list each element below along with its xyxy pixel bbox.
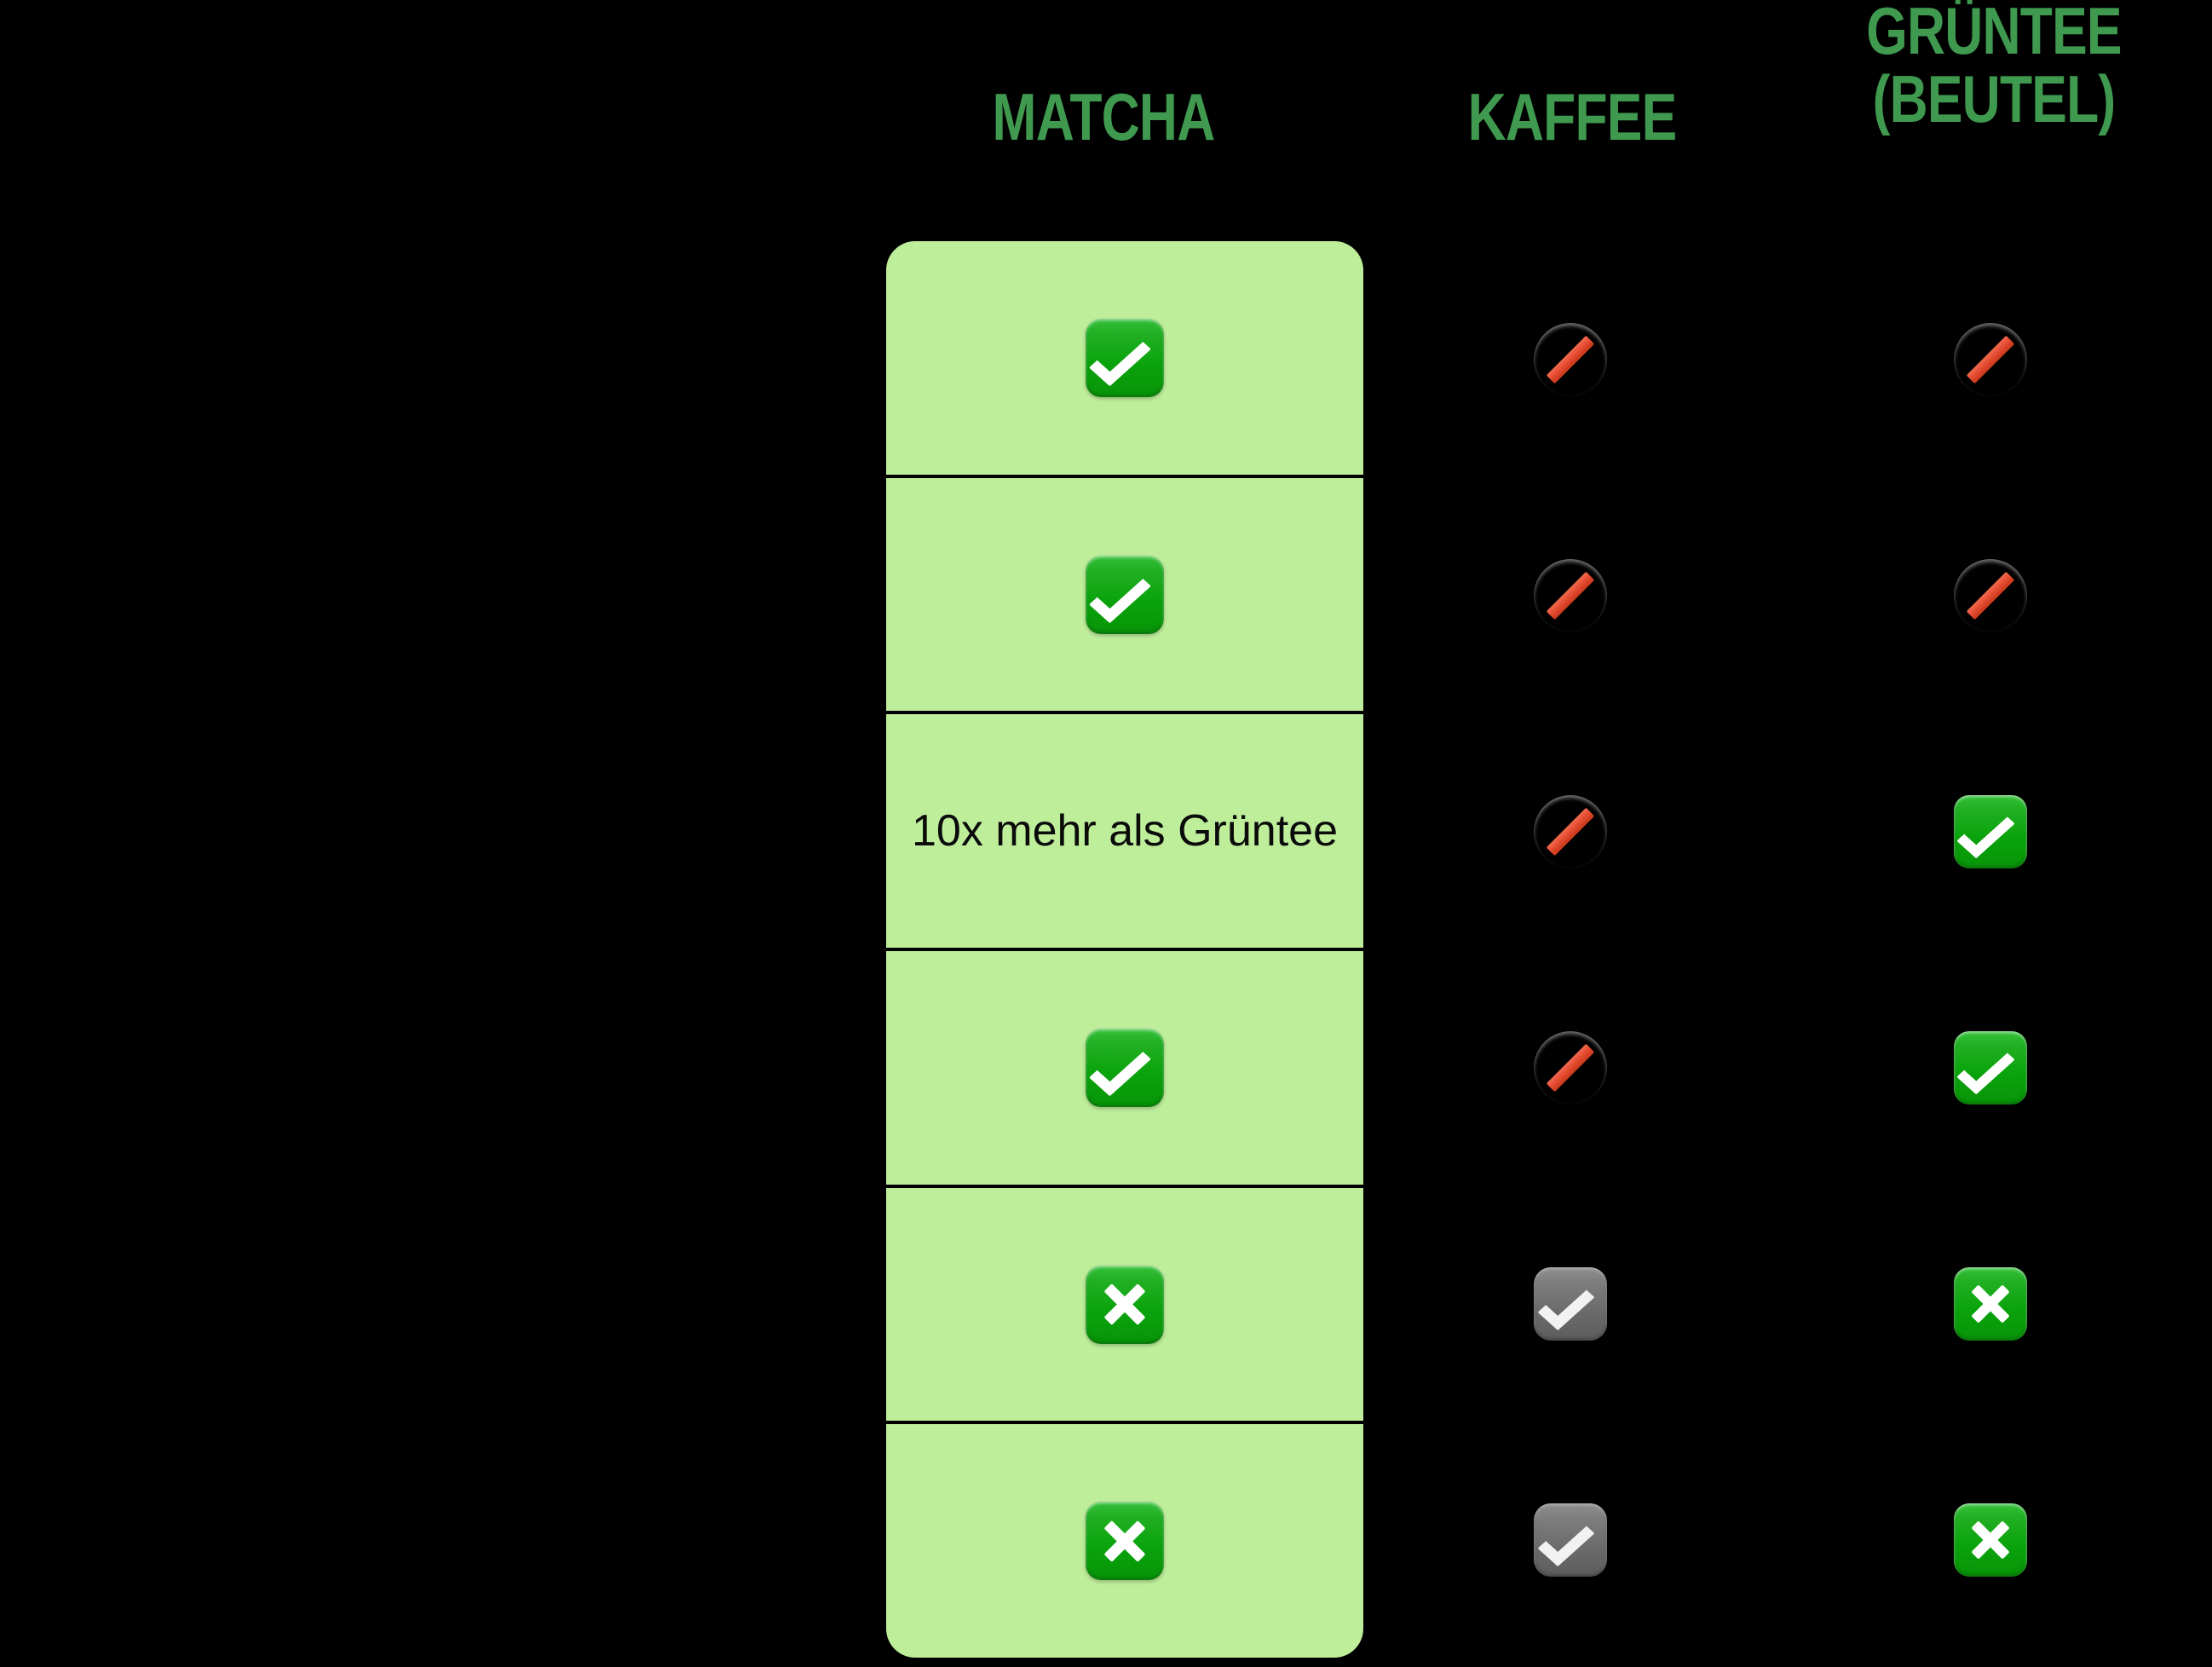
cross-mark-button-icon — [1086, 1502, 1164, 1581]
column-header-kaffee: KAFFEE — [1426, 79, 1719, 154]
kaffee-column — [1485, 241, 1656, 1658]
matcha-cell-3: 10x mehr als Grüntee — [886, 714, 1363, 952]
check-mark-button-icon — [1086, 1028, 1164, 1107]
row-label-1 — [51, 241, 844, 380]
cross-mark-button-icon — [1954, 1503, 2027, 1577]
gruentee-cell-2 — [1905, 477, 2076, 713]
column-header-gruentee-line1: GRÜNTEE — [1866, 0, 2122, 68]
prohibited-icon — [1534, 323, 1607, 396]
row-label-4 — [51, 949, 844, 1088]
row-label-3 — [51, 713, 844, 852]
matcha-cell-4 — [886, 951, 1363, 1188]
gruentee-cell-5 — [1905, 1185, 2076, 1422]
check-mark-button-icon — [1086, 318, 1164, 397]
column-header-kaffee-label: KAFFEE — [1467, 79, 1678, 154]
check-mark-button-icon — [1954, 794, 2027, 868]
prohibited-icon — [1954, 323, 2027, 396]
matcha-column-card: 10x mehr als Grüntee — [886, 241, 1363, 1658]
matcha-cell-5 — [886, 1188, 1363, 1425]
row-label-2 — [51, 477, 844, 616]
prohibited-icon — [1534, 795, 1607, 868]
kaffee-cell-6 — [1485, 1422, 1656, 1658]
kaffee-cell-2 — [1485, 477, 1656, 713]
kaffee-cell-3 — [1485, 713, 1656, 949]
prohibited-icon — [1534, 1031, 1607, 1105]
prohibited-icon — [1954, 559, 2027, 632]
gray-check-box-icon — [1534, 1266, 1607, 1341]
gruentee-cell-1 — [1905, 241, 2076, 477]
kaffee-cell-5 — [1485, 1185, 1656, 1422]
prohibited-icon — [1534, 559, 1607, 632]
column-header-gruentee-line2: (BEUTEL) — [1872, 61, 2117, 136]
gruentee-cell-3 — [1905, 713, 2076, 949]
gruentee-cell-4 — [1905, 949, 2076, 1185]
cross-mark-button-icon — [1954, 1266, 2027, 1341]
matcha-cell-3-text: 10x mehr als Grüntee — [911, 805, 1339, 856]
matcha-cell-2 — [886, 478, 1363, 715]
gruentee-column — [1905, 241, 2076, 1658]
row-label-5 — [51, 1185, 844, 1324]
cross-mark-button-icon — [1086, 1265, 1164, 1344]
gray-check-box-icon — [1534, 1503, 1607, 1577]
kaffee-cell-1 — [1485, 241, 1656, 477]
column-header-matcha-label: MATCHA — [992, 79, 1216, 154]
row-label-6 — [51, 1422, 844, 1560]
check-mark-button-icon — [1086, 555, 1164, 634]
matcha-cell-1 — [886, 241, 1363, 478]
check-mark-button-icon — [1954, 1030, 2027, 1105]
matcha-cell-6 — [886, 1424, 1363, 1658]
column-header-matcha: MATCHA — [943, 79, 1264, 154]
kaffee-cell-4 — [1485, 949, 1656, 1185]
column-header-gruentee: GRÜNTEE (BEUTEL) — [1837, 0, 2151, 133]
gruentee-cell-6 — [1905, 1422, 2076, 1658]
